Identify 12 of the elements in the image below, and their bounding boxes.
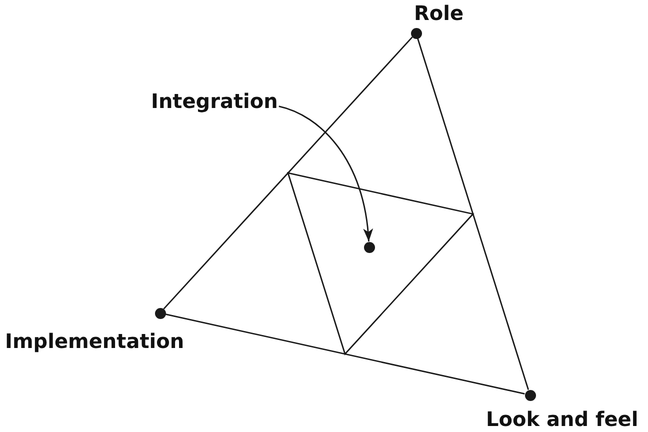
leader-arrow — [278, 106, 373, 242]
vertex-dot — [410, 28, 422, 38]
vertex-label: Role — [414, 1, 464, 25]
vertex-dot — [524, 390, 536, 400]
triangle-side — [416, 38, 530, 390]
vertex-label: Implementation — [5, 329, 184, 353]
vertex-dot — [154, 308, 166, 318]
callout-text: Integration — [151, 89, 278, 113]
triangle-side — [165, 314, 525, 394]
triangle-side — [163, 36, 413, 310]
vertex-dot — [364, 242, 374, 252]
vertex-label: Look and feel — [486, 407, 638, 431]
